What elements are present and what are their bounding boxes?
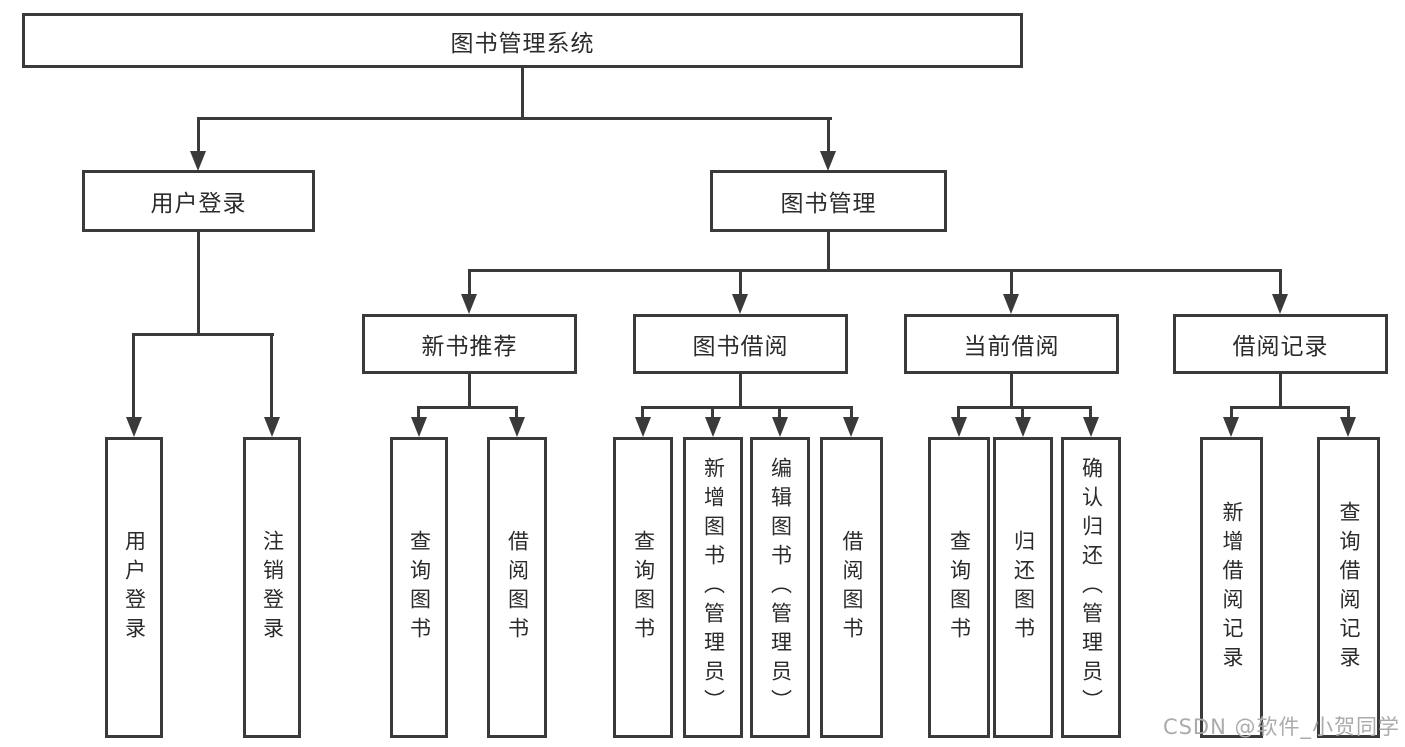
leaf-query-books-recommend: 查询图书 [390, 437, 448, 738]
leaf-label: 新增借阅记录 [1220, 500, 1244, 675]
csdn-watermark: CSDN @软件_小贺同学 [1162, 715, 1400, 739]
leaf-label: 编辑图书（管理员） [768, 457, 793, 718]
connector-line [1010, 269, 1013, 296]
connector-arrow [1015, 417, 1031, 437]
node-label: 图书管理 [780, 191, 877, 217]
connector-arrow [705, 417, 721, 437]
leaf-label: 查询图书 [631, 529, 656, 646]
connector-line [270, 333, 273, 418]
connector-line [957, 406, 960, 419]
connector-arrow [772, 417, 788, 437]
connector-line [827, 117, 830, 152]
node-borrowing-records: 借阅记录 [1173, 314, 1388, 374]
node-book-borrowing: 图书借阅 [633, 314, 848, 374]
leaf-borrow-books-borrowing: 借阅图书 [820, 437, 883, 738]
connector-line [1279, 269, 1282, 296]
connector-line [132, 333, 274, 336]
connector-line [132, 333, 135, 418]
connector-line [468, 374, 471, 409]
node-label: 图书借阅 [692, 334, 789, 360]
connector-line [827, 232, 830, 272]
leaf-label: 新增图书（管理员） [701, 457, 726, 718]
leaf-label: 确认归还（管理员） [1079, 457, 1104, 718]
leaf-confirm-return-admin: 确认归还（管理员） [1061, 437, 1121, 738]
connector-line [1279, 374, 1282, 409]
connector-line [641, 406, 853, 409]
connector-arrow [509, 417, 525, 437]
connector-arrow [126, 417, 142, 437]
leaf-query-books-borrowing: 查询图书 [613, 437, 673, 738]
connector-arrow [461, 294, 477, 314]
connector-line [417, 406, 518, 409]
node-library-management-system: 图书管理系统 [22, 13, 1023, 68]
connector-line [711, 406, 714, 419]
connector-arrow [264, 417, 280, 437]
connector-line [197, 117, 832, 120]
leaf-add-books-admin: 新增图书（管理员） [683, 437, 743, 738]
connector-line [778, 406, 781, 419]
connector-line [1089, 406, 1092, 419]
connector-arrow [411, 417, 427, 437]
connector-line [521, 68, 524, 118]
connector-line [1021, 406, 1024, 419]
connector-line [197, 117, 200, 152]
leaf-logout-login: 注销登录 [243, 437, 301, 738]
node-user-login: 用户登录 [82, 170, 315, 232]
connector-line [850, 406, 853, 419]
connector-arrow [820, 151, 836, 171]
connector-line [739, 269, 742, 296]
node-label: 借阅记录 [1232, 334, 1329, 360]
connector-arrow [635, 417, 651, 437]
leaf-label: 查询图书 [947, 529, 972, 646]
leaf-label: 借阅图书 [505, 529, 530, 646]
leaf-query-books-current: 查询图书 [928, 437, 990, 738]
connector-line [641, 406, 644, 419]
connector-arrow [190, 151, 206, 171]
leaf-borrow-books-recommend: 借阅图书 [487, 437, 547, 738]
node-label: 图书管理系统 [450, 30, 595, 57]
leaf-add-borrow-record: 新增借阅记录 [1200, 437, 1263, 738]
connector-line [515, 406, 518, 419]
connector-line [417, 406, 420, 419]
leaf-label: 借阅图书 [840, 529, 864, 646]
connector-arrow [1003, 294, 1019, 314]
connector-line [197, 232, 200, 336]
connector-line [468, 269, 1282, 272]
connector-arrow [951, 417, 967, 437]
connector-line [957, 406, 1092, 409]
leaf-user-login: 用户登录 [105, 437, 163, 738]
connector-arrow [843, 417, 859, 437]
node-label: 新书推荐 [421, 334, 518, 360]
connector-arrow [1223, 417, 1239, 437]
leaf-label: 用户登录 [122, 529, 147, 646]
node-label: 当前借阅 [963, 334, 1060, 360]
connector-arrow [1340, 417, 1356, 437]
connector-arrow [732, 294, 748, 314]
connector-arrow [1272, 294, 1288, 314]
connector-line [468, 269, 471, 296]
connector-line [1010, 374, 1013, 409]
leaf-edit-books-admin: 编辑图书（管理员） [750, 437, 810, 738]
connector-line [1230, 406, 1233, 419]
leaf-label: 查询借阅记录 [1337, 500, 1361, 675]
node-label: 用户登录 [150, 191, 247, 217]
connector-arrow [1083, 417, 1099, 437]
node-book-management: 图书管理 [710, 170, 947, 232]
connector-line [739, 374, 742, 409]
node-current-borrowing: 当前借阅 [904, 314, 1119, 374]
leaf-return-books: 归还图书 [993, 437, 1053, 738]
connector-line [1347, 406, 1350, 419]
leaf-label: 归还图书 [1011, 529, 1036, 646]
leaf-query-borrow-record: 查询借阅记录 [1317, 437, 1380, 738]
leaf-label: 注销登录 [260, 529, 285, 646]
node-new-book-recommendation: 新书推荐 [362, 314, 577, 374]
leaf-label: 查询图书 [407, 529, 432, 646]
connector-line [1230, 406, 1350, 409]
